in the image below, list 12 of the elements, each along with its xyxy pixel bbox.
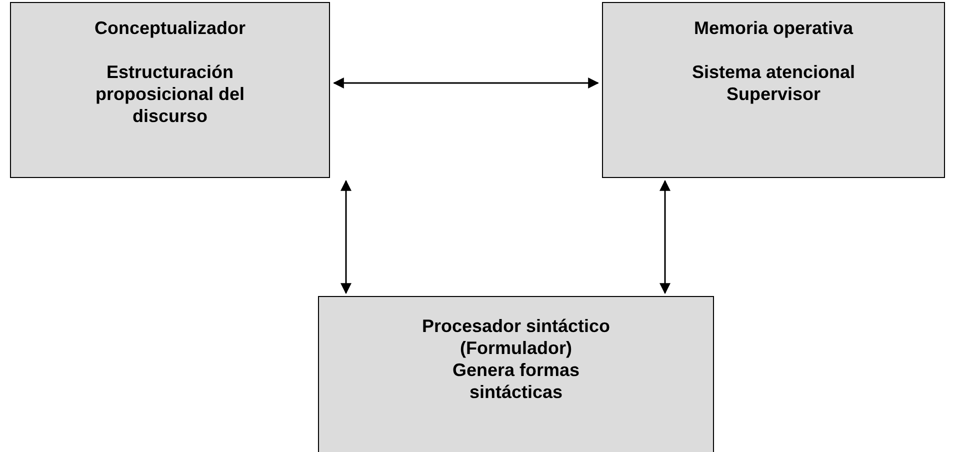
box-text: Genera formas sintácticas: [451, 359, 581, 403]
box-text: Estructuración proposicional del discurso: [94, 61, 246, 127]
process-box: [10, 2, 330, 178]
double-arrow: [340, 180, 352, 294]
process-box: [318, 296, 714, 452]
box-heading: Memoria operativa: [692, 17, 854, 39]
box-text: Sistema atencional Supervisor: [690, 61, 856, 105]
box-heading: Conceptualizador: [93, 17, 246, 39]
process-box: [602, 2, 945, 178]
box-heading: Procesador sintáctico (Formulador): [420, 315, 612, 359]
double-arrow: [660, 180, 670, 294]
double-arrow: [332, 78, 600, 88]
